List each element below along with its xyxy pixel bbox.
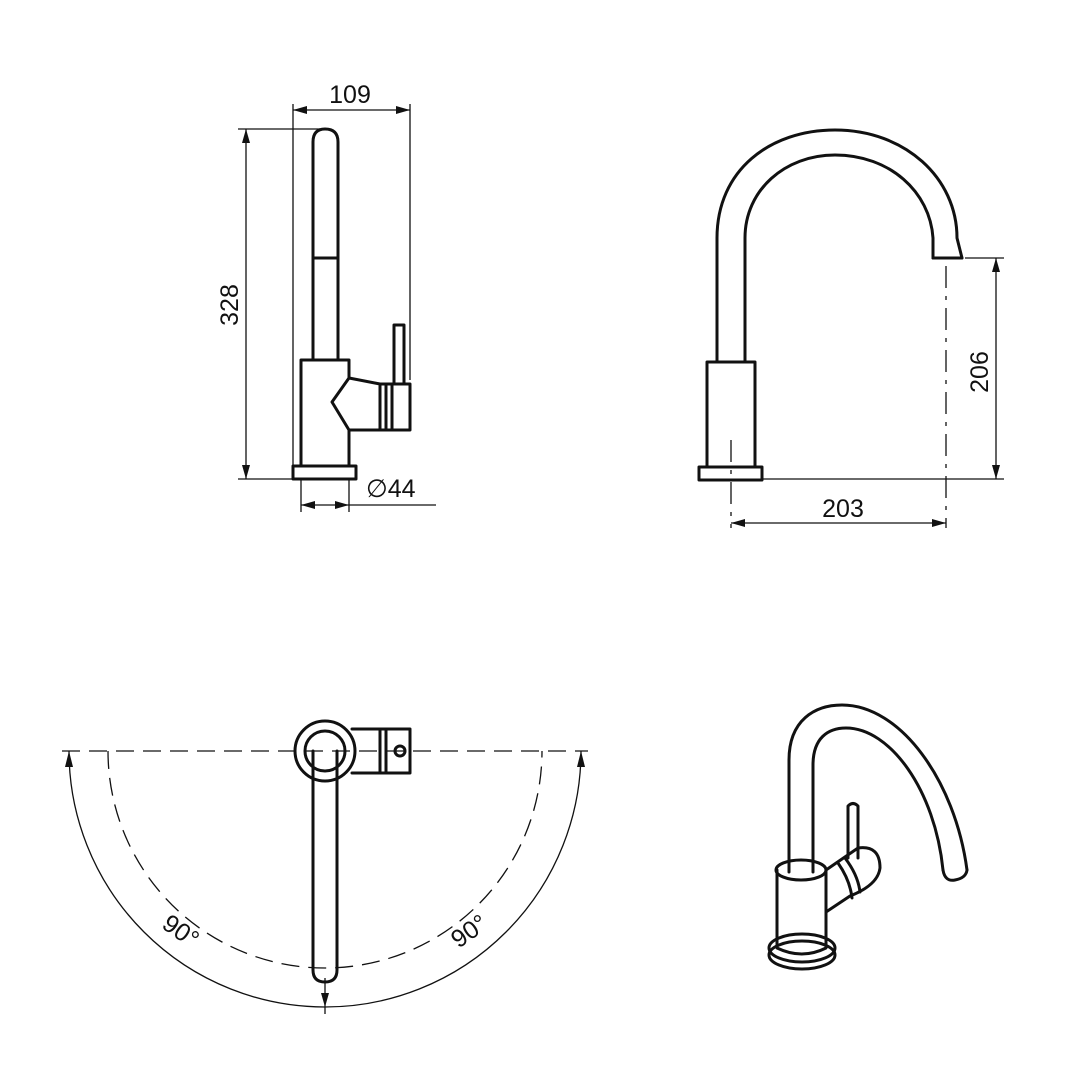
height-dimension: 328 (216, 128, 320, 480)
front-view-outline (697, 128, 964, 482)
base-diameter-label: ∅44 (366, 475, 416, 503)
base-diameter-dimension: ∅44 (300, 475, 436, 512)
width-dimension: 109 (292, 81, 411, 470)
left-rotation-label: 90° (157, 909, 204, 954)
side-view-outline (291, 127, 412, 481)
top-view: 90° 90° (62, 719, 588, 1014)
reach-dimension: 203 (731, 495, 946, 527)
outlet-height-label: 206 (966, 351, 994, 393)
width-label: 109 (329, 81, 371, 109)
right-rotation-label: 90° (446, 909, 493, 954)
side-view: 109 328 ∅44 (216, 81, 436, 512)
outlet-height-dimension: 206 (762, 257, 1004, 480)
front-view: 206 203 (697, 128, 1004, 528)
isometric-view (767, 703, 969, 971)
isometric-outline (767, 703, 969, 971)
rotation-arcs (62, 750, 588, 1014)
height-label: 328 (216, 284, 244, 326)
front-centerlines (730, 266, 947, 528)
top-view-outline (293, 719, 412, 984)
reach-label: 203 (822, 495, 864, 523)
